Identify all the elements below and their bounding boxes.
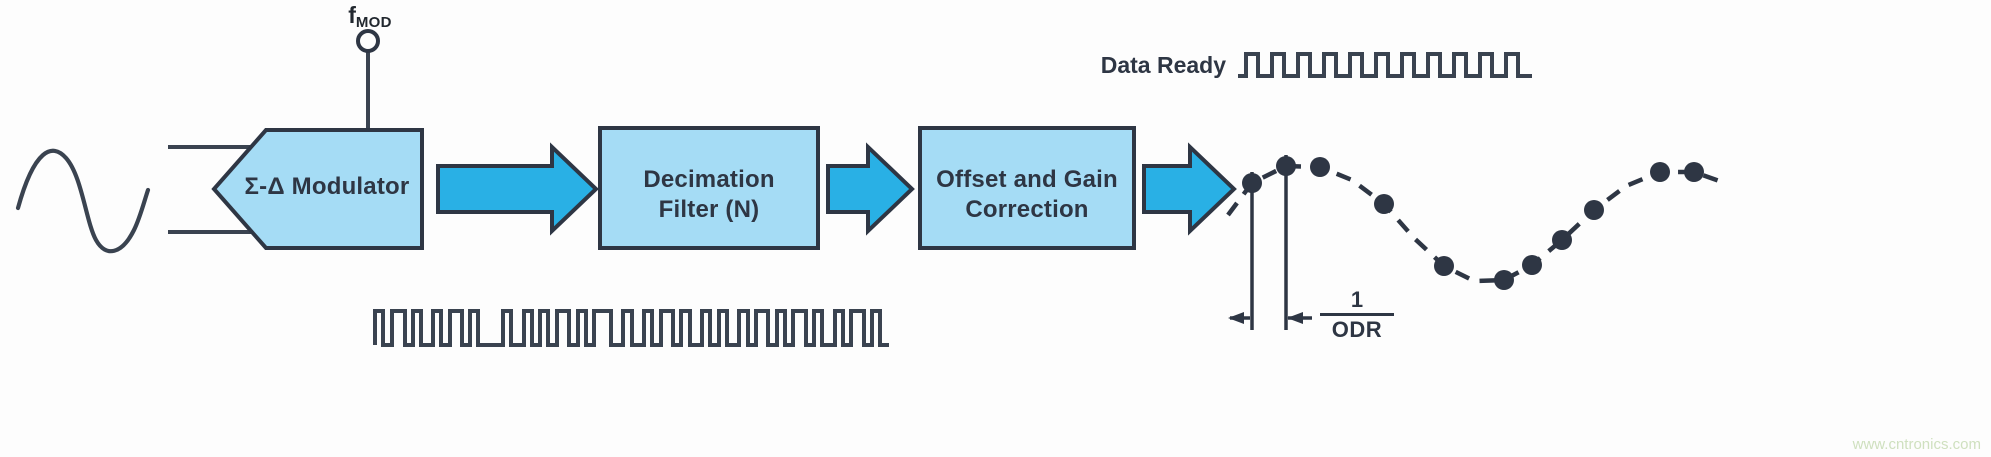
odr-numerator: 1 bbox=[1350, 287, 1364, 312]
differential-input-lines bbox=[168, 145, 262, 234]
fraction-bar bbox=[1320, 313, 1394, 316]
modulator-bitstream-waveform bbox=[373, 309, 889, 347]
block-decimation-filter[interactable] bbox=[598, 126, 820, 250]
analog-sine-input-icon bbox=[15, 148, 151, 254]
sample-dots bbox=[1242, 156, 1704, 290]
data-ready-label: Data Ready bbox=[1100, 52, 1226, 78]
sampled-output-sine bbox=[1226, 156, 1723, 290]
fmod-clock-input bbox=[356, 29, 380, 130]
odr-period-markers bbox=[1228, 155, 1312, 330]
watermark-text: www.cntronics.com bbox=[1852, 436, 1981, 453]
arrow-modulator-to-decimation bbox=[436, 142, 599, 236]
block-sigma-delta-modulator[interactable] bbox=[211, 128, 424, 250]
fmod-subscript-text: MOD bbox=[355, 14, 392, 31]
odr-denominator: ODR bbox=[1331, 317, 1383, 342]
arrow-correction-to-output bbox=[1142, 142, 1237, 236]
arrow-decimation-to-correction bbox=[826, 142, 915, 236]
odr-period-annotation: 1 ODR bbox=[1320, 288, 1394, 343]
block-offset-gain-correction[interactable] bbox=[918, 126, 1136, 250]
fmod-label: fMOD bbox=[305, 2, 435, 31]
fmod-base-text: f bbox=[348, 2, 356, 28]
data-ready-pulse-train bbox=[1238, 52, 1532, 78]
